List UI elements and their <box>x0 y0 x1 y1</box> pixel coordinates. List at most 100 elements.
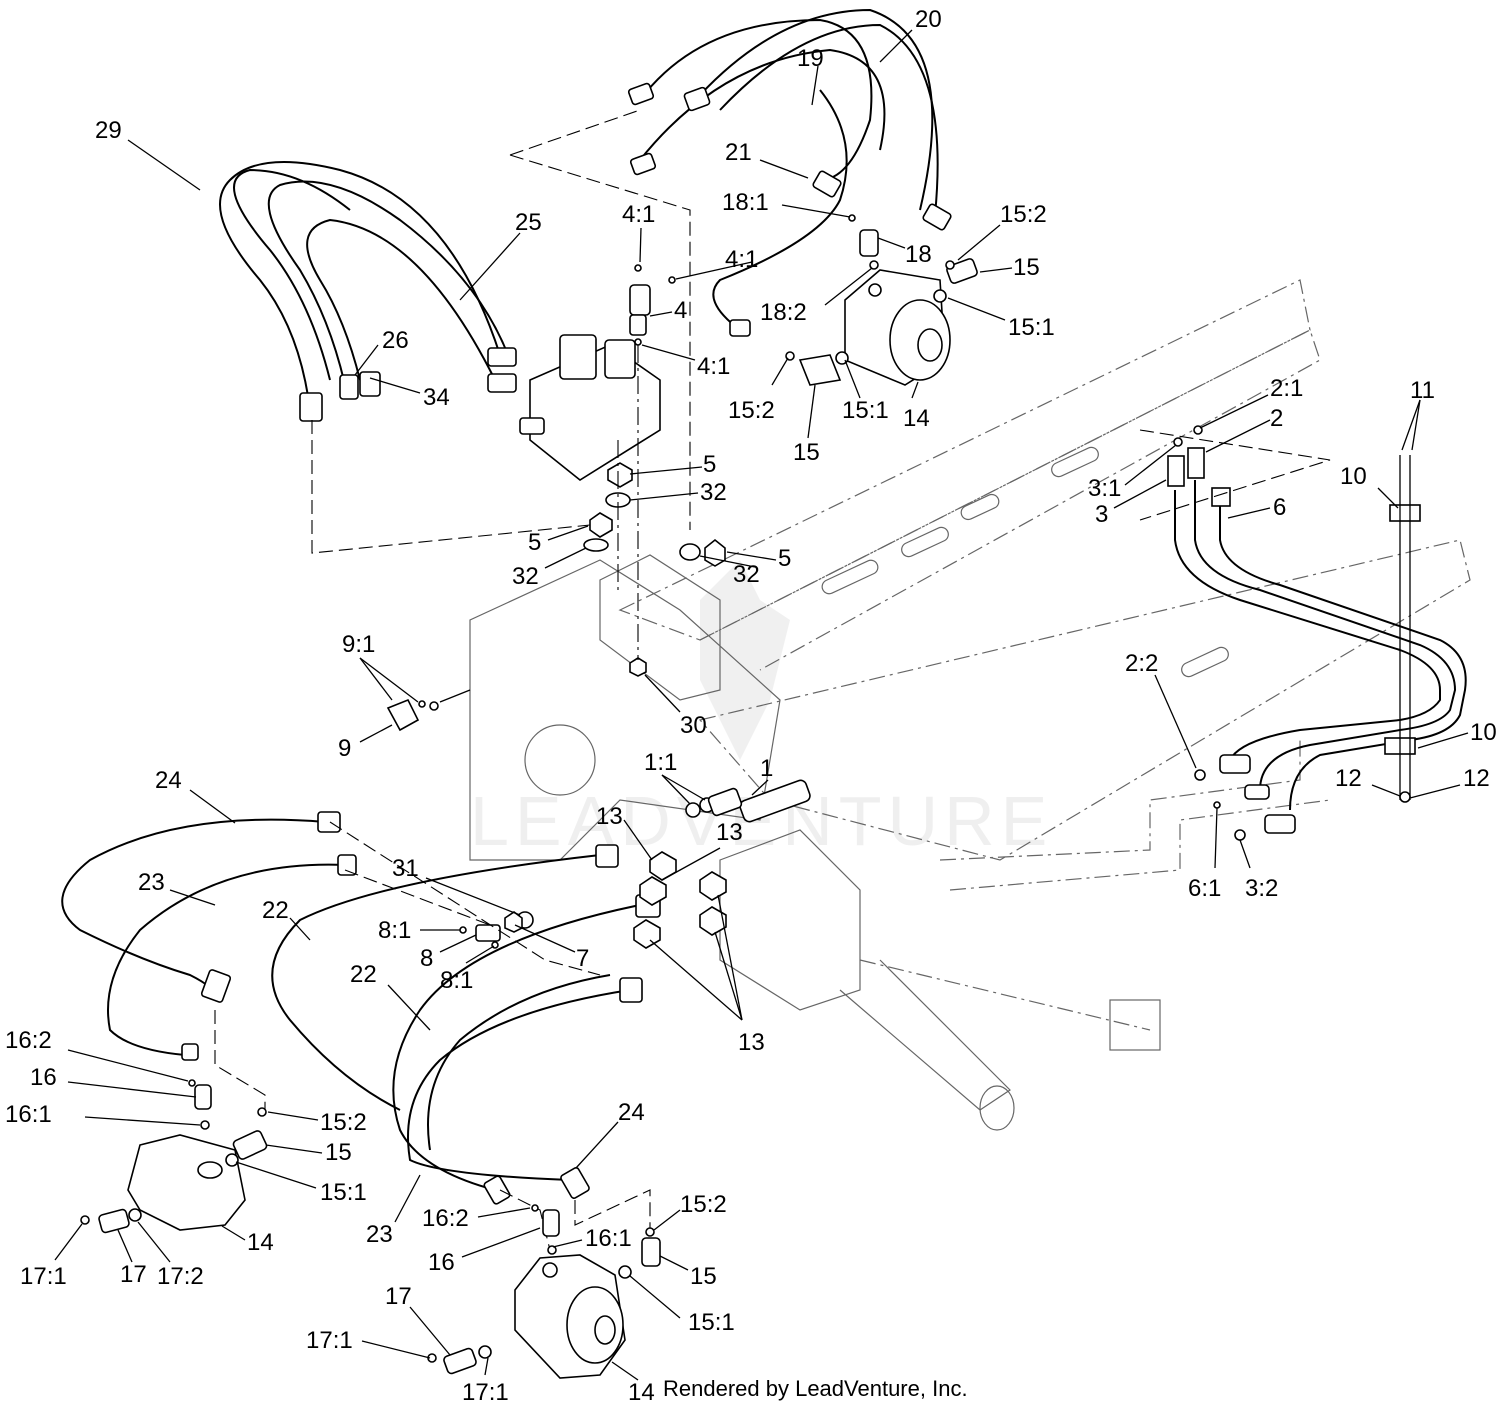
leader-34 <box>369 377 421 394</box>
leader-8-1b <box>465 945 495 964</box>
axle-centerline <box>859 959 1151 1031</box>
callout-15-1d: 15:1 <box>688 1309 735 1336</box>
callout-31: 31 <box>392 855 419 882</box>
callout-24a: 24 <box>155 767 182 794</box>
hose-end-25b <box>487 373 517 393</box>
valve-port-fitting <box>519 417 545 435</box>
callout-16-2a: 16:2 <box>5 1027 52 1054</box>
valve-assembly <box>219 161 726 677</box>
o-ring-2-2 <box>1194 769 1206 781</box>
callout-15-2c: 15:2 <box>320 1109 367 1136</box>
leader-32a <box>629 492 699 501</box>
callout-3: 3 <box>1095 501 1108 528</box>
leader-18-1 <box>781 204 851 218</box>
callout-8-1a: 8:1 <box>378 917 411 944</box>
elbow-17-left <box>98 1208 130 1234</box>
leader-15b <box>807 384 816 439</box>
callout-15-2d: 15:2 <box>680 1191 727 1218</box>
leader-24a <box>189 789 236 824</box>
leader-22b <box>387 984 431 1031</box>
pump-14-left <box>80 1079 268 1234</box>
callout-8-1b: 8:1 <box>440 967 473 994</box>
leader-22a <box>289 917 311 941</box>
washer-32-left <box>583 538 609 552</box>
guide-line-24-left <box>329 821 601 976</box>
o-ring-18-2 <box>869 260 879 270</box>
callout-17-2: 17:2 <box>157 1263 204 1290</box>
leader-30 <box>644 674 681 713</box>
fitting-8 <box>475 924 501 942</box>
frame-slot-1 <box>821 559 879 595</box>
callout-5b: 5 <box>528 529 541 556</box>
callout-16-1b: 16:1 <box>585 1225 632 1252</box>
hose-end-a <box>627 82 655 106</box>
elbow-15-right <box>641 1237 661 1267</box>
leader-5b <box>547 525 589 541</box>
hose-23-right <box>407 989 631 1181</box>
leader-3 <box>1113 479 1167 509</box>
hose-end-26 <box>339 374 359 400</box>
hose-end-25a <box>487 347 517 367</box>
callout-30: 30 <box>680 712 707 739</box>
leader-23a <box>169 889 216 906</box>
tube-line-a <box>1174 490 1441 761</box>
callout-16b: 16 <box>428 1249 455 1276</box>
callout-15-2a: 15:2 <box>1000 201 1047 228</box>
callout-18: 18 <box>905 241 932 268</box>
guide-line-right-pump <box>574 1189 651 1230</box>
callout-2-1: 2:1 <box>1270 375 1303 402</box>
callout-32a: 32 <box>700 479 727 506</box>
elbow-15-left <box>232 1130 268 1160</box>
callout-1-1: 1:1 <box>644 749 677 776</box>
nut-5-right <box>704 538 726 567</box>
callout-17a: 17 <box>120 1261 147 1288</box>
pump-14-right-shaft <box>594 1315 616 1345</box>
hydraulic-tubes <box>1139 425 1467 841</box>
leader-4 <box>649 311 673 317</box>
callout-15-1c: 15:1 <box>320 1179 367 1206</box>
callout-8: 8 <box>420 945 433 972</box>
frame-bracket <box>599 554 721 701</box>
callout-2: 2 <box>1270 405 1283 432</box>
leader-lines <box>54 29 1469 1381</box>
leader-16-1b <box>552 1239 583 1248</box>
leader-23b <box>394 1174 421 1223</box>
callout-13b: 13 <box>716 819 743 846</box>
leader-18 <box>877 237 906 249</box>
nut-13-b <box>639 876 667 906</box>
o-ring-17-2-left <box>128 1208 142 1222</box>
leader-14c <box>611 1361 639 1381</box>
frame-slot-3 <box>960 493 1000 521</box>
callout-labels: 20 19 29 21 25 4:1 18:1 15:2 4:1 18 15 4… <box>5 6 1497 1406</box>
clamp-10-top <box>1389 504 1421 522</box>
axle-tube <box>839 959 1011 1111</box>
callout-14a: 14 <box>903 405 930 432</box>
frame-step-line-2 <box>949 799 1331 891</box>
guide-line-tubes <box>1139 429 1331 521</box>
callout-23a: 23 <box>138 869 165 896</box>
leader-14b <box>221 1225 246 1241</box>
callout-15a: 15 <box>1013 254 1040 281</box>
callout-18-1: 18:1 <box>722 189 769 216</box>
hose-end-c <box>629 152 657 176</box>
o-ring-16-2-right <box>531 1204 539 1212</box>
leader-15-2b <box>771 357 789 386</box>
leader-3-1 <box>1124 444 1177 486</box>
hose-end-22-left <box>595 844 619 868</box>
callout-29: 29 <box>95 117 122 144</box>
hose-end-20 <box>922 203 952 231</box>
leader-12b <box>1409 784 1461 799</box>
leader-24b <box>575 1121 619 1169</box>
callout-23b: 23 <box>366 1221 393 1248</box>
axle-tube-end <box>979 1085 1015 1131</box>
callout-4-1a: 4:1 <box>622 201 655 228</box>
callout-12a: 12 <box>1335 765 1362 792</box>
guide-line-top-left <box>509 109 641 156</box>
lower-hoses <box>61 811 727 1251</box>
leader-17-1b <box>361 1340 431 1359</box>
o-ring-17-1-right-b <box>478 1345 492 1359</box>
tube-line-c <box>1219 495 1467 811</box>
callout-32c: 32 <box>733 561 760 588</box>
leader-9-1a <box>359 657 419 703</box>
